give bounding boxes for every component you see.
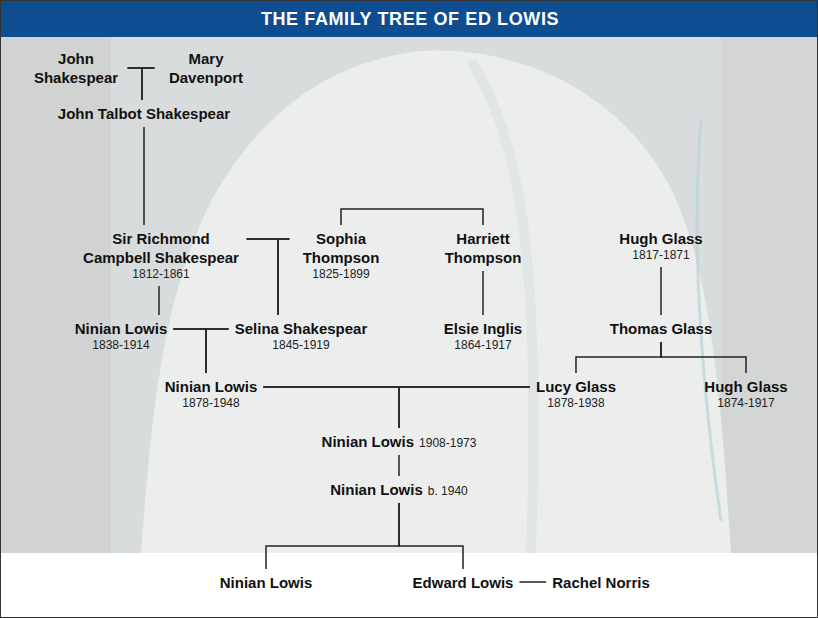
person-node: John Shakespear [29,49,124,87]
person-node: Sophia Thompson1825-1899 [294,229,389,282]
family-line [398,455,400,476]
person-name: Sir Richmond Campbell Shakespear [82,229,241,267]
family-line [247,239,279,315]
person-node: Ninian Lowis 1908-1973 [320,432,479,451]
person-name: Mary Davenport [161,49,252,87]
family-line [660,267,662,315]
family-line [399,387,530,428]
person-node: Lucy Glass1878-1938 [534,377,618,411]
person-name: Lucy Glass [536,377,616,396]
white-band [1,553,818,618]
life-dates: 1864-1917 [444,338,522,353]
person-name: Ninian Lowis [75,319,168,338]
person-node: Selina Shakespear1845-1919 [233,319,370,353]
family-line [399,503,463,569]
life-dates: 1878-1948 [165,396,258,411]
title-bar: THE FAMILY TREE OF ED LOWIS [1,1,818,37]
family-line [173,329,206,373]
family-line [143,127,145,225]
life-dates: b. 1940 [428,484,468,498]
person-node: Edward Lowis [411,573,516,592]
life-dates: 1878-1938 [536,396,616,411]
person-node: Ninian Lowis b. 1940 [328,480,470,499]
person-name: Hugh Glass [704,377,787,396]
family-line [128,68,143,100]
photo-ground [1,37,818,553]
person-name: Ninian Lowis [220,573,313,592]
person-node: Ninian Lowis1838-1914 [73,319,170,353]
person-node: Ninian Lowis1878-1948 [163,377,260,411]
hoodie-shape [141,51,731,553]
hoodie-fold [471,61,534,553]
person-name: Edward Lowis [413,573,514,592]
person-name: Hugh Glass [619,229,702,248]
title-text: THE FAMILY TREE OF ED LOWIS [1,1,818,37]
person-name: Elsie Inglis [444,319,522,338]
person-name: Rachel Norris [552,573,650,592]
family-line [519,581,546,583]
life-dates: 1845-1919 [235,338,368,353]
life-dates: 1838-1914 [75,338,168,353]
person-node: Thomas Glass [608,319,715,338]
life-dates: 1817-1871 [619,248,702,263]
family-line [576,342,661,373]
person-name: Thomas Glass [610,319,713,338]
person-name: Ninian Lowis [165,377,258,396]
family-line [158,286,160,315]
person-name: Selina Shakespear [235,319,368,338]
life-dates: 1825-1899 [296,267,387,282]
person-node: Mary Davenport [159,49,254,87]
life-dates: 1908-1973 [419,436,476,450]
family-line [206,329,229,373]
person-node: Hugh Glass1817-1871 [617,229,704,263]
stone-wall [721,37,818,553]
person-name: Ninian Lowis [322,433,415,450]
person-node: Rachel Norris [550,573,652,592]
person-node: Ninian Lowis [218,573,315,592]
person-name: John Shakespear [31,49,122,87]
life-dates: 1812-1861 [82,267,241,282]
life-dates: 1874-1917 [704,396,787,411]
family-line [266,503,399,569]
person-node: Elsie Inglis1864-1917 [442,319,524,353]
family-line [341,209,483,225]
family-line [142,68,155,100]
family-line [263,387,399,428]
person-name: Ninian Lowis [330,481,423,498]
person-node: John Talbot Shakespear [56,104,232,123]
person-node: Harriett Thompson [436,229,531,267]
person-name: Harriett Thompson [438,229,529,267]
family-line [482,271,484,315]
person-node: Hugh Glass1874-1917 [702,377,789,411]
person-name: John Talbot Shakespear [58,104,230,123]
person-name: Sophia Thompson [296,229,387,267]
person-node: Sir Richmond Campbell Shakespear1812-186… [80,229,243,282]
family-line [661,342,746,373]
family-line [278,239,290,315]
